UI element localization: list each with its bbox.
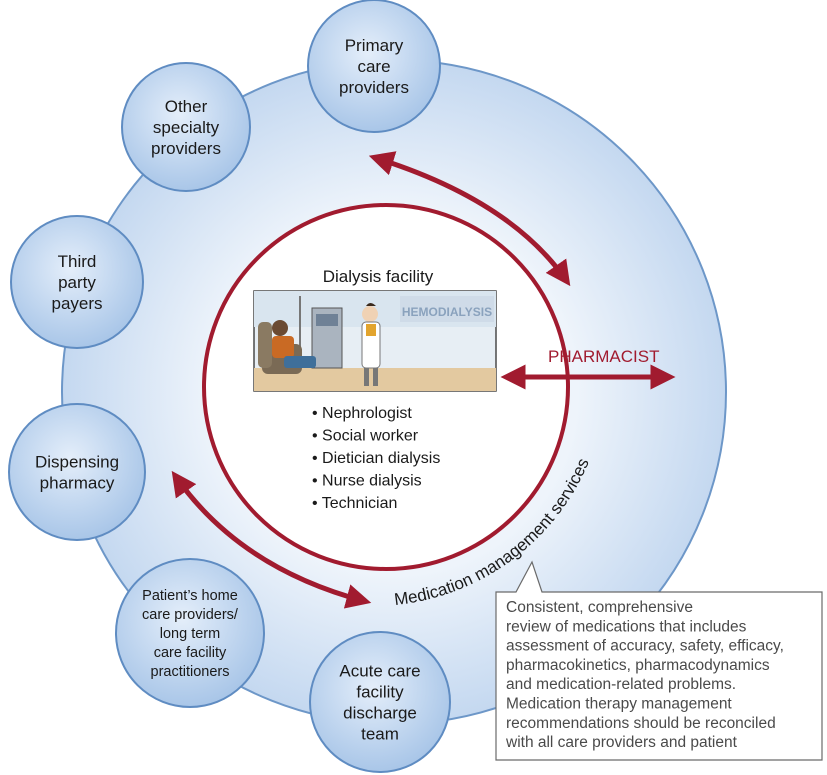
satellite-circle <box>8 403 146 541</box>
satellite-label-line: Primary <box>345 36 404 55</box>
satellite-2: Third party payers <box>10 215 144 349</box>
satellite-circle <box>10 215 144 349</box>
satellite-circles: PrimarycareprovidersOtherspecialtyprovid… <box>8 0 451 773</box>
team-member-item: • Technician <box>312 495 397 512</box>
callout-line: pharmacokinetics, pharmacodynamics <box>506 657 770 674</box>
callout-line: Consistent, comprehensive <box>506 599 693 616</box>
satellite-label-line: Patient’s home <box>142 588 238 604</box>
satellite-label-line: Dispensing <box>35 452 119 471</box>
satellite-label-line: care facility <box>154 645 227 661</box>
satellite-4: Patient’s home care providers/long term ca… <box>115 558 265 708</box>
satellite-label-line: discharge <box>343 703 417 722</box>
satellite-circle <box>307 0 441 133</box>
dialysis-scene-illustration: HEMODIALYSIS <box>253 290 497 392</box>
satellite-label-line: facility <box>356 682 404 701</box>
satellite-label-line: party <box>58 273 96 292</box>
satellite-label-line: team <box>361 724 399 743</box>
callout-box: Consistent, comprehensive review of medic… <box>495 560 823 761</box>
satellite-1: Other specialty providers <box>121 62 251 192</box>
dialysis-team-list: • Nephrologist • Social worker • Dietician… <box>312 405 440 512</box>
satellite-label-line: providers <box>151 139 221 158</box>
satellite-label-line: Other <box>165 97 208 116</box>
satellite-circle <box>115 558 265 708</box>
pharmacist-label: PHARMACIST <box>548 347 659 366</box>
satellite-label-line: specialty <box>153 118 220 137</box>
satellite-label-line: pharmacy <box>40 473 115 492</box>
satellite-label-line: providers <box>339 78 409 97</box>
satellite-circle <box>121 62 251 192</box>
satellite-label-line: Third <box>58 252 97 271</box>
hemodialysis-sign: HEMODIALYSIS <box>402 305 492 319</box>
satellite-0: Primary care providers <box>307 0 441 133</box>
satellite-5: Acute care facility discharge team <box>309 631 451 773</box>
team-member-item: • Social worker <box>312 428 419 445</box>
callout-line: and medication-related problems. <box>506 676 736 693</box>
satellite-label-line: care <box>357 57 390 76</box>
satellite-label-line: practitioners <box>151 664 230 680</box>
satellite-3: Dispensing pharmacy <box>8 403 146 541</box>
dialysis-facility-title: Dialysis facility <box>323 267 434 286</box>
callout-line: Medication therapy management <box>506 696 732 713</box>
callout-line: recommendations should be reconciled <box>506 715 776 732</box>
callout-line: assessment of accuracy, safety, efficacy… <box>506 638 784 655</box>
upper-curved-arrow <box>368 151 571 287</box>
team-member-item: • Nurse dialysis <box>312 473 422 490</box>
team-member-item: • Nephrologist <box>312 405 412 422</box>
satellite-label-line: Acute care <box>339 661 420 680</box>
callout-line: with all care providers and patient <box>505 734 738 751</box>
satellite-circle <box>309 631 451 773</box>
satellite-label-line: payers <box>51 294 102 313</box>
satellite-label-line: care providers/ <box>142 607 239 623</box>
callout-line: review of medications that includes <box>506 618 747 635</box>
team-member-item: • Dietician dialysis <box>312 450 440 467</box>
satellite-label-line: long term <box>160 626 220 642</box>
lower-curved-arrow <box>171 470 372 609</box>
